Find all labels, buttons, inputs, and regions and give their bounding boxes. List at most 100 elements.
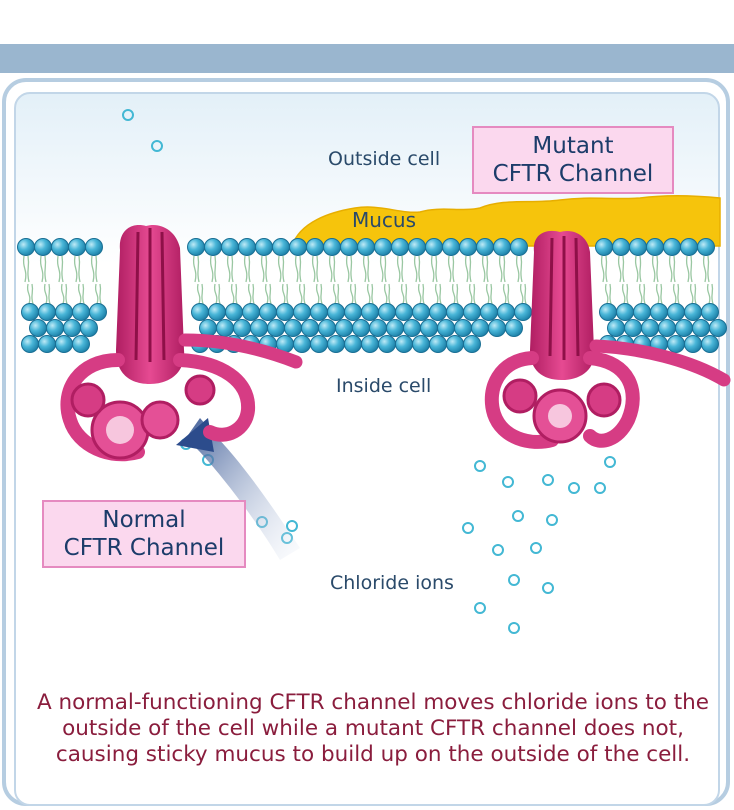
lipid-head [267,319,285,337]
lipid-head [701,303,719,321]
lipid-head [250,319,268,337]
lipid-head [38,303,56,321]
lipid-head [369,319,387,337]
chloride-ion [151,140,163,152]
lipid-head [471,319,489,337]
lipid-head [242,303,260,321]
chloride-ion [542,582,554,594]
chloride-ion [568,482,580,494]
lipid-head [293,303,311,321]
lipid-tail [417,283,425,305]
lipid-tail [22,255,30,283]
lipid-head [89,303,107,321]
chloride-ion [546,514,558,526]
lipid-tail [26,283,34,305]
lipid-tail [366,283,374,305]
lipid-head [684,335,702,353]
lipid-head [646,238,664,256]
lipid-head [199,319,217,337]
mucus-label: Mucus [352,208,417,232]
lipid-head [323,238,341,256]
lipid-tail [43,283,51,305]
lipid-head [276,303,294,321]
chloride-ion [512,510,524,522]
lipid-head [599,303,617,321]
lipid-head [493,238,511,256]
lipid-head [697,238,715,256]
lipid-head [446,335,464,353]
lipid-head [429,303,447,321]
lipid-head [310,303,328,321]
lipid-head [425,238,443,256]
lipid-head [497,303,515,321]
lipid-head [55,335,73,353]
lipid-head [272,238,290,256]
lipid-head [650,303,668,321]
chloride-ion [462,522,474,534]
lipid-tail [39,255,47,283]
lipid-head [85,238,103,256]
chloride-ion [474,602,486,614]
caption-text: A normal-functioning CFTR channel moves … [36,690,710,767]
lipid-tail [332,283,340,305]
lipid-head [29,319,47,337]
chloride-ion [508,622,520,634]
lipid-tail [396,255,404,283]
lipid-head [412,303,430,321]
lipid-head [667,303,685,321]
lipid-head [709,319,727,337]
lipid-head [327,303,345,321]
lipid-tail [485,283,493,305]
lipid-head [17,238,35,256]
lipid-heads [17,238,727,353]
lipid-head [395,335,413,353]
lipid-head [378,335,396,353]
outside-cell-label: Outside cell [328,148,441,170]
lipid-tail [702,255,710,283]
lipid-tail [447,255,455,283]
lipid-head [395,303,413,321]
lipid-head [361,303,379,321]
lipid-tail [638,283,646,305]
lipid-tail [226,255,234,283]
lipid-head [374,238,392,256]
lipid-head [505,319,523,337]
lipid-head [357,238,375,256]
lipid-head [344,335,362,353]
lipid-tail [294,255,302,283]
chloride-ion [474,460,486,472]
lipid-head [327,335,345,353]
lipid-tail [600,255,608,283]
lipid-tail [213,283,221,305]
lipid-head [633,303,651,321]
transport-arrow [186,418,300,560]
lipid-tail [685,255,693,283]
chloride-ion [530,542,542,554]
lipid-head [259,303,277,321]
lipid-tail [264,283,272,305]
lipid-tail [90,255,98,283]
lipid-tail [260,255,268,283]
lipid-tail [281,283,289,305]
chloride-ion [542,474,554,486]
lipid-tail [604,283,612,305]
mutant-cftr-label-box: Mutant CFTR Channel [472,126,674,194]
lipid-tail [94,283,102,305]
normal-line2: CFTR Channel [63,535,225,561]
lipid-head [216,319,234,337]
mutant-cftr-protein [484,230,731,449]
lipid-head [340,238,358,256]
lipid-tail [362,255,370,283]
lipid-head [391,238,409,256]
lipid-tail [689,283,697,305]
lipid-head [63,319,81,337]
lipid-tail [617,255,625,283]
lipid-tail [56,255,64,283]
lipid-head [437,319,455,337]
lipid-head [55,303,73,321]
lipid-tail [60,283,68,305]
lipid-head [72,335,90,353]
normal-cftr-protein [60,224,303,462]
lipid-head [412,335,430,353]
lipid-head [386,319,404,337]
